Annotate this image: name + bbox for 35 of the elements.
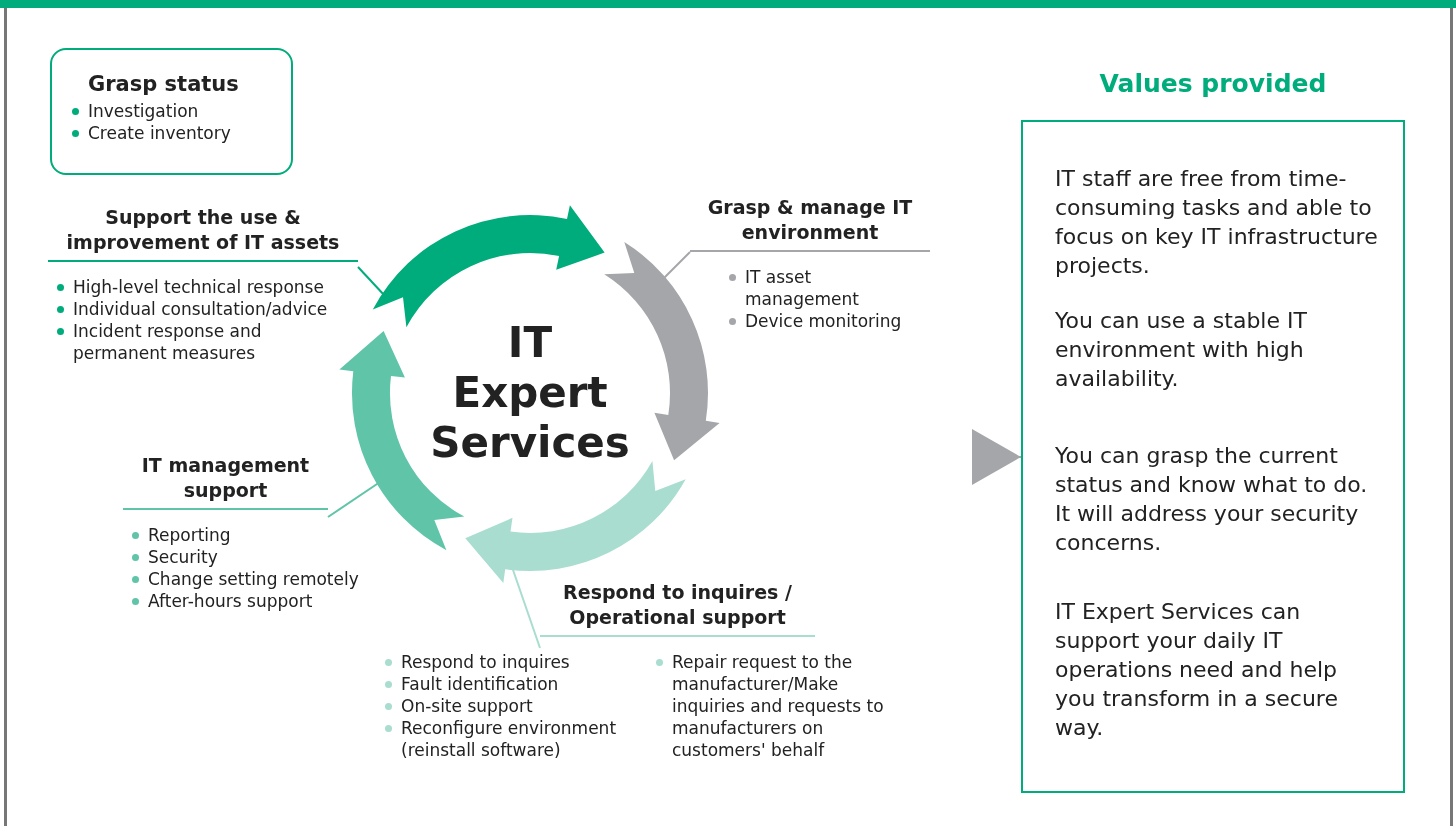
values-panel (1021, 120, 1405, 793)
value-paragraph: IT Expert Services can support your daily IT operations need and help you transform in a secure way. (1055, 598, 1339, 742)
bullet-item: High-level technical response (55, 276, 353, 298)
cycle-arrow-segment (465, 460, 686, 584)
bullet-item: Fault identification (383, 673, 654, 695)
center-title: IT Expert Services (395, 258, 665, 528)
bullet-item: Reconfigure environment (reinstall software) (383, 717, 654, 761)
value-paragraph: You can grasp the current status and know what to do. It will address your security concerns. (1055, 442, 1369, 557)
bullet-item: Security (130, 546, 376, 568)
bullet-item: Create inventory (70, 122, 291, 144)
bullet-item: Reporting (130, 524, 376, 546)
bullet-item: IT asset management (727, 266, 913, 310)
bullet-item: Device monitoring (727, 310, 913, 332)
value-paragraph: IT staff are free from time-consuming tasks and able to focus on key IT infrastructure projects. (1055, 165, 1379, 280)
bullet-item: Individual consultation/advice (55, 298, 353, 320)
section-heading: IT management support (123, 453, 328, 510)
bullet-item: Incident response and permanent measures (55, 320, 353, 364)
section-heading: Grasp & manage IT environment (690, 195, 930, 252)
bullet-item: After-hours support (130, 590, 376, 612)
section-heading: Respond to inquires / Operational support (540, 580, 815, 637)
bullet-item: Respond to inquires (383, 651, 654, 673)
status-card (50, 48, 293, 175)
bullet-item: Repair request to the manufacturer/Make inquiries and requests to manufacturers on customers' behalf (654, 651, 907, 761)
bullet-item: Investigation (70, 100, 291, 122)
leader-line (327, 481, 381, 518)
bullet-item: Change setting remotely (130, 568, 376, 590)
bullet-item: On-site support (383, 695, 654, 717)
leader-line (357, 266, 386, 297)
leader-line (663, 251, 691, 279)
arrow (971, 429, 1022, 485)
cycle-arrow-segment (372, 205, 605, 328)
section-heading: Support the use & improvement of IT assets (48, 205, 358, 262)
card-heading: Grasp status (88, 71, 240, 98)
value-paragraph: You can use a stable IT environment with high availability. (1055, 307, 1308, 393)
panel-heading: Values provided (1098, 68, 1328, 100)
